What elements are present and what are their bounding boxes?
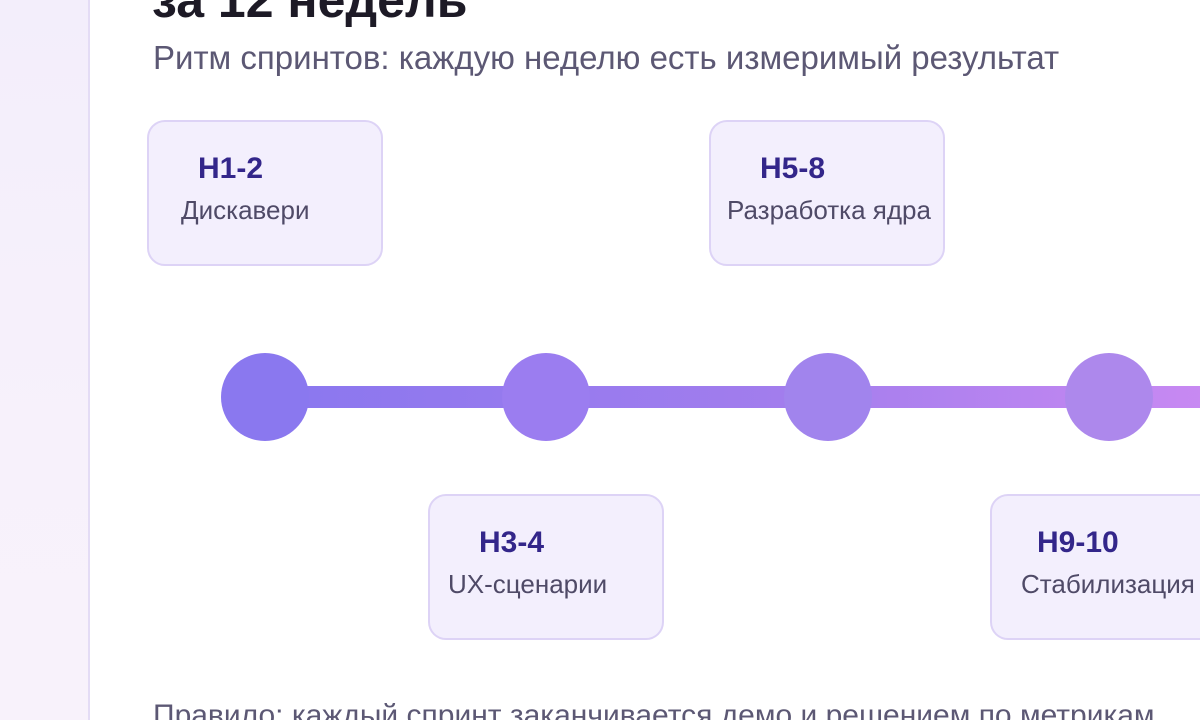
slide-footer: Правило: каждый спринт заканчивается дем… (153, 699, 1155, 720)
timeline-node-1 (221, 353, 309, 441)
phase-text: UX-сценарии (448, 569, 608, 599)
side-panel (0, 0, 90, 720)
slide-subtitle: Ритм спринтов: каждую неделю есть измери… (153, 39, 1060, 76)
phase-label: Н5-8 (760, 152, 826, 185)
slide-title: за 12 недель (152, 0, 468, 28)
timeline-node-2 (502, 353, 590, 441)
phase-card-2: Н3-4 UX-сценарии (428, 494, 664, 640)
phase-label: Н1-2 (198, 152, 264, 185)
phase-label: Н3-4 (479, 526, 545, 559)
phase-card-3: Н5-8 Разработка ядра (709, 120, 945, 266)
timeline-track (265, 386, 1200, 408)
timeline-node-3 (784, 353, 872, 441)
phase-card-4: Н9-10 Стабилизация (990, 494, 1200, 640)
phase-text: Разработка ядра (727, 195, 931, 225)
timeline-node-4 (1065, 353, 1153, 441)
phase-label: Н9-10 (1037, 526, 1119, 559)
phase-text: Дискавери (181, 195, 310, 225)
phase-card-1: Н1-2 Дискавери (147, 120, 383, 266)
phase-text: Стабилизация (1021, 569, 1195, 599)
